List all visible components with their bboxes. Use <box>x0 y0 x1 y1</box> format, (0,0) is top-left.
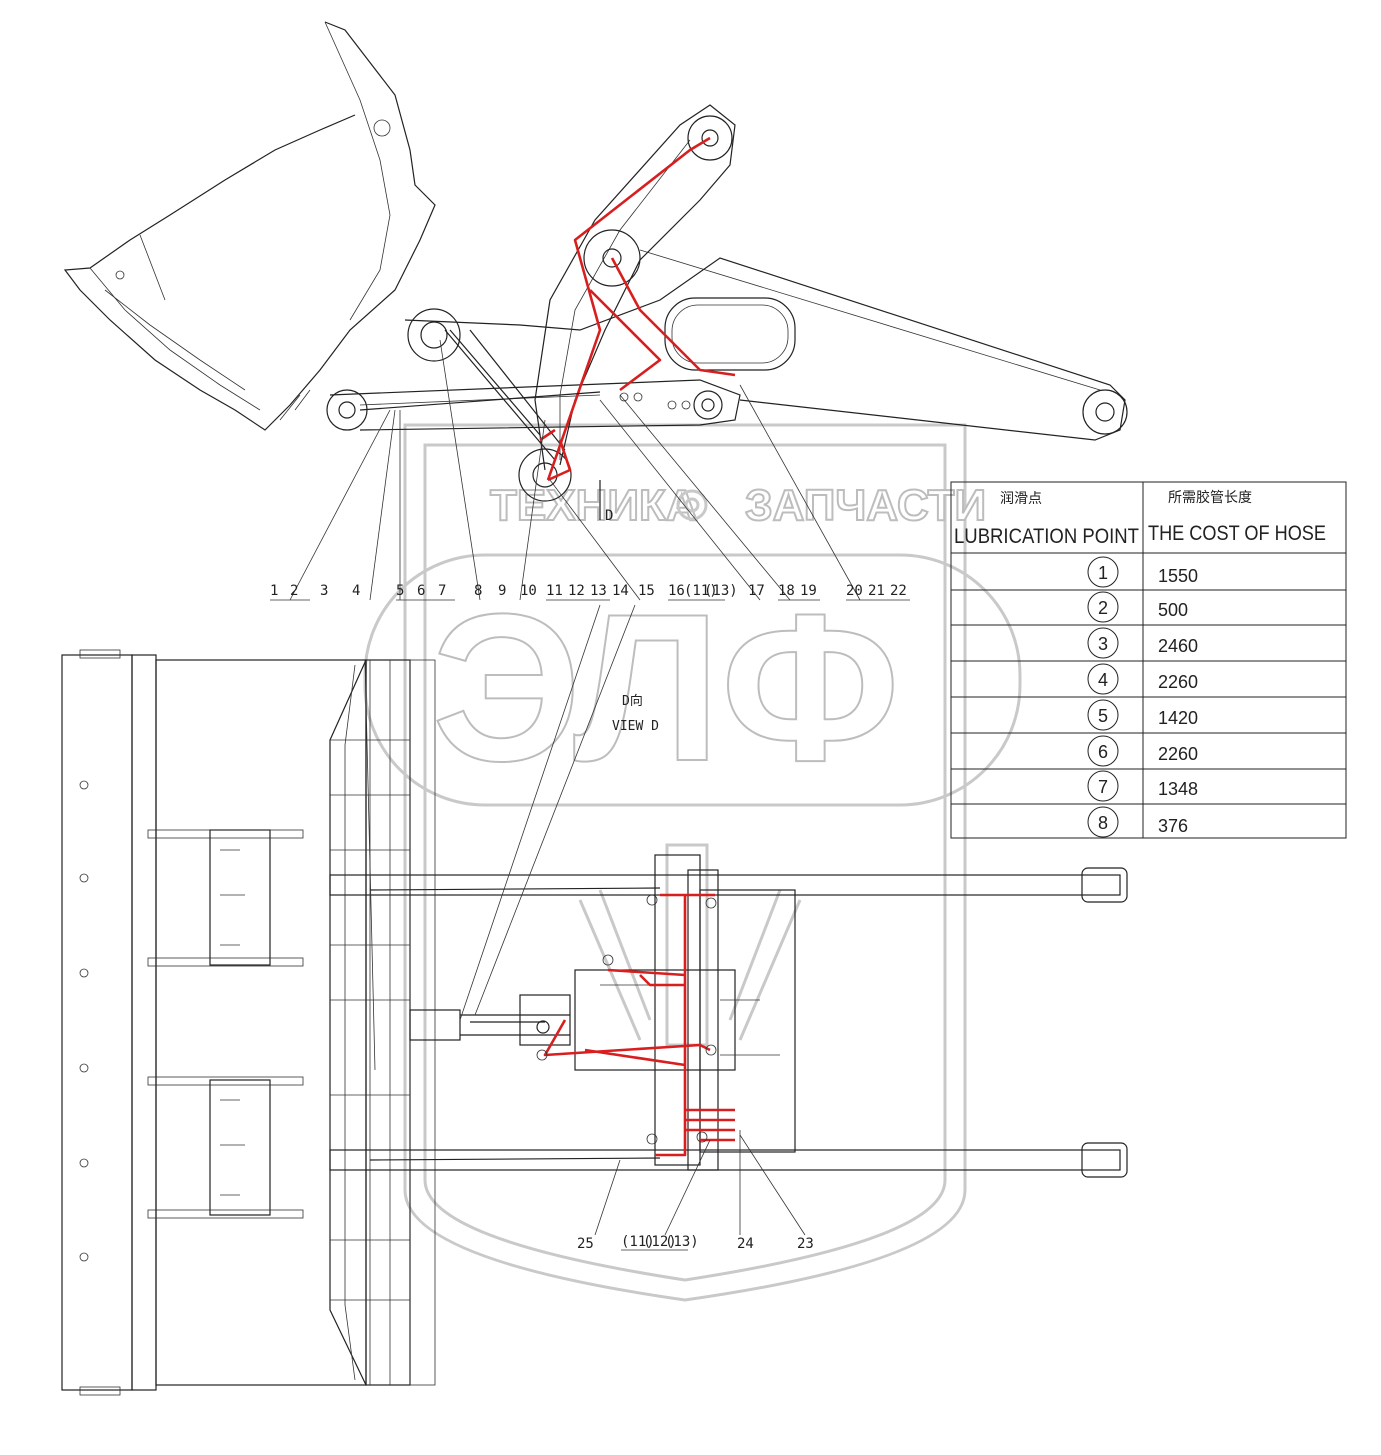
callout-11: 11 <box>546 583 563 599</box>
table-row: 3 2460 <box>1087 627 1198 659</box>
table-row: 2 500 <box>1087 591 1188 623</box>
table-row-point: 3 <box>1098 634 1108 654</box>
view-arrow-label: D <box>605 508 613 524</box>
callout-17: 17 <box>748 583 765 599</box>
callout-3: 3 <box>320 583 328 599</box>
view-title-cn: D向 <box>622 693 643 709</box>
callout-9: 9 <box>498 583 506 599</box>
callout-13: 13 <box>590 583 607 599</box>
table-row: 6 2260 <box>1087 735 1198 767</box>
table-row-point: 7 <box>1098 777 1108 797</box>
table-row-length: 500 <box>1158 600 1188 620</box>
callout-6: 6 <box>417 583 425 599</box>
watermark-main: ЭЛФ <box>432 570 900 805</box>
lubrication-table: 润滑点 所需胶管长度 LUBRICATION POINT THE COST OF… <box>950 481 1347 839</box>
table-row-point: 4 <box>1098 670 1108 690</box>
callout-15: 15 <box>638 583 655 599</box>
table-row-length: 1348 <box>1158 779 1198 799</box>
table-row: 1 1550 <box>1087 556 1198 588</box>
side-view: D <box>63 21 1128 601</box>
table-row-point: 8 <box>1098 813 1108 833</box>
view-d-label: D向 VIEW D <box>612 693 659 734</box>
callout-7: 7 <box>438 583 446 599</box>
callout-11b: (11) <box>684 583 718 599</box>
callout-19: 19 <box>800 583 817 599</box>
table-row: 4 2260 <box>1087 663 1198 695</box>
callout-5: 5 <box>396 583 404 599</box>
callout-25: 25 <box>577 1236 594 1252</box>
callout-24: 24 <box>737 1236 754 1252</box>
callout-21: 21 <box>868 583 885 599</box>
callout-18: 18 <box>778 583 795 599</box>
table-row-length: 2260 <box>1158 744 1198 764</box>
callout-13b: (13) <box>704 583 738 599</box>
callout-14: 14 <box>612 583 629 599</box>
table-row: 7 1348 <box>1087 770 1198 802</box>
callout-12: 12 <box>568 583 585 599</box>
callout-13c: (13) <box>665 1234 699 1250</box>
callout-1: 1 <box>270 583 278 599</box>
callout-20: 20 <box>846 583 863 599</box>
callout-8: 8 <box>474 583 482 599</box>
watermark-top-right: ЗАПЧАСТИ <box>745 481 986 530</box>
callout-22: 22 <box>890 583 907 599</box>
table-row-length: 1420 <box>1158 708 1198 728</box>
table-header-hose-en: THE COST OF HOSE <box>1148 522 1326 545</box>
table-row-point: 5 <box>1098 706 1108 726</box>
watermark-top-left: ТЕХНИКА <box>490 481 698 530</box>
table-row-point: 2 <box>1098 598 1108 618</box>
table-row-point: 6 <box>1098 742 1108 762</box>
table-header-point-cn: 润滑点 <box>1000 490 1042 507</box>
callout-10: 10 <box>520 583 537 599</box>
top-view <box>61 604 1128 1396</box>
callouts-bottom: 25 (11) (12) (13) 24 23 <box>577 1234 814 1252</box>
gear-icon <box>676 489 708 521</box>
table-row: 5 1420 <box>1087 699 1198 731</box>
table-row-length: 1550 <box>1158 566 1198 586</box>
callout-2: 2 <box>290 583 298 599</box>
table-row-length: 2260 <box>1158 672 1198 692</box>
table-row-length: 2460 <box>1158 636 1198 656</box>
callout-23: 23 <box>797 1236 814 1252</box>
callout-12c: (12) <box>643 1234 677 1250</box>
callout-16: 16 <box>668 583 685 599</box>
callout-11c: (11) <box>621 1234 655 1250</box>
table-header-point-en: LUBRICATION POINT <box>954 525 1139 548</box>
watermark: ЭЛФ ТЕХНИКА ЗАПЧАСТИ <box>363 423 1022 1302</box>
callout-4: 4 <box>352 583 360 599</box>
callouts-top: 1 2 3 4 5 6 7 8 9 10 11 12 13 14 15 16 (… <box>270 583 910 601</box>
table-row-point: 1 <box>1098 563 1108 583</box>
table-row-length: 376 <box>1158 816 1188 836</box>
table-header-hose-cn: 所需胶管长度 <box>1168 489 1252 506</box>
table-row: 8 376 <box>1087 806 1188 838</box>
view-title-en: VIEW D <box>612 719 659 734</box>
